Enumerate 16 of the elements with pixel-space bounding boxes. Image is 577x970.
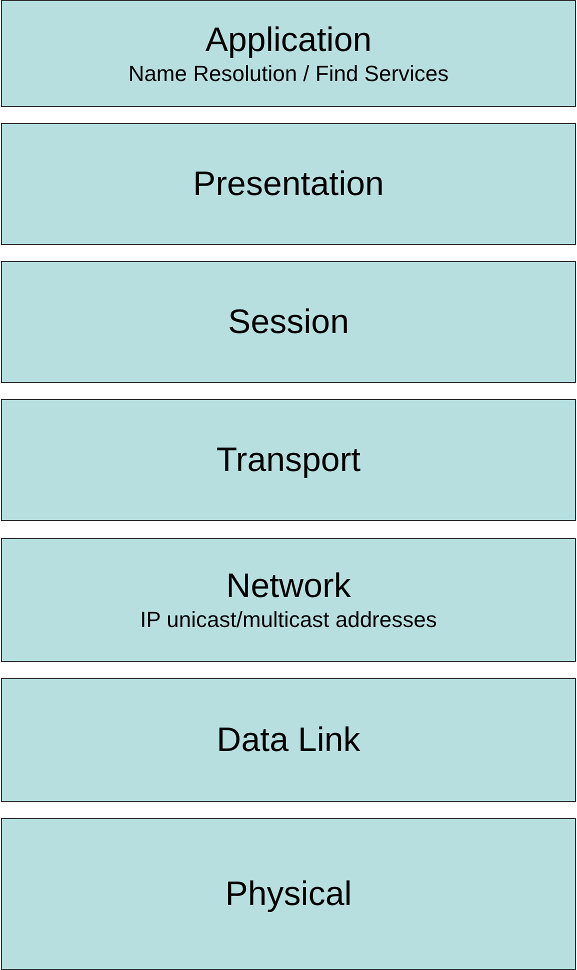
layer-box: [1, 678, 576, 802]
layer-name: Session: [228, 302, 349, 342]
layer-name: Network: [226, 566, 351, 606]
layer-name: Application: [205, 20, 372, 60]
layer-box: [1, 818, 576, 970]
layer-name: Data Link: [216, 720, 360, 760]
layer-box: [1, 261, 576, 383]
layer-name: Transport: [216, 440, 361, 480]
layer-name: Physical: [225, 874, 352, 914]
layer-description: IP unicast/multicast addresses: [140, 606, 437, 634]
layer-description: Name Resolution / Find Services: [128, 60, 449, 88]
layer-name: Presentation: [193, 164, 384, 204]
layer-box: [1, 123, 576, 245]
layer-box: [1, 399, 576, 521]
layer-box: [1, 538, 576, 662]
layer-box: [1, 0, 576, 107]
